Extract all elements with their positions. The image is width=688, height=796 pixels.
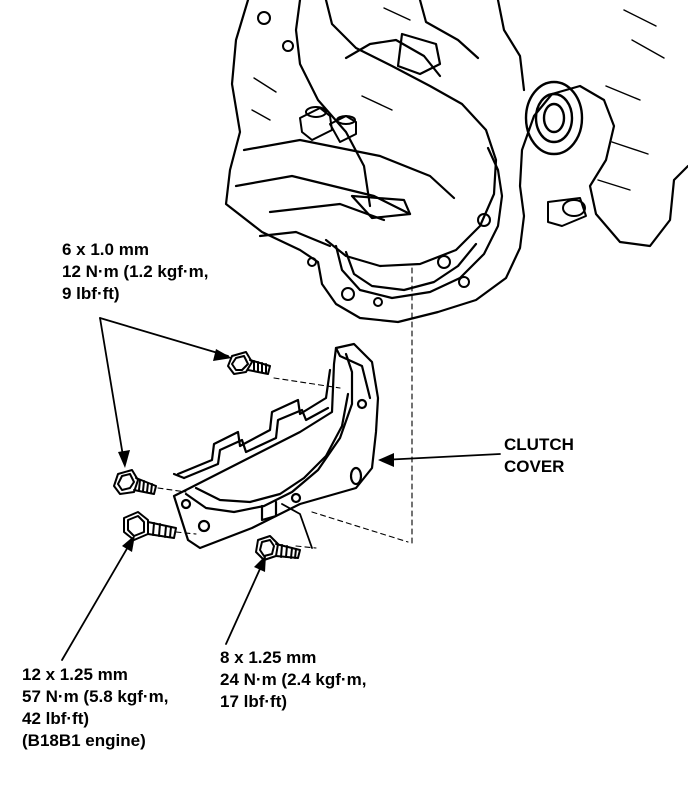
housing-bosses xyxy=(257,11,587,307)
bolt-top xyxy=(227,351,271,375)
callout-clutch-cover-line2: COVER xyxy=(504,457,565,476)
callout-clutch-cover-line1: CLUTCH xyxy=(504,435,574,454)
callout-top-bolts-torque: 12 N·m (1.2 kgf·m, xyxy=(62,262,209,281)
bolt-lower-right xyxy=(255,535,301,561)
callout-top-bolts-torque-lbf: 9 lbf·ft) xyxy=(62,284,120,303)
alignment-lines xyxy=(157,267,413,549)
transmission-housing xyxy=(224,0,688,324)
callout-lower-left-bolt-torque-lbf: 42 lbf·ft) xyxy=(22,709,90,728)
callout-lower-left-bolt-size: 12 x 1.25 mm xyxy=(22,665,128,684)
callout-top-bolts: 6 x 1.0 mm 12 N·m (1.2 kgf·m, 9 lbf·ft) xyxy=(62,239,208,305)
callout-clutch-cover: CLUTCH COVER xyxy=(504,434,574,478)
clutch-cover-part xyxy=(172,342,380,550)
callout-lower-right-bolt-torque-lbf: 17 lbf·ft) xyxy=(220,692,288,711)
callout-lower-right-bolt: 8 x 1.25 mm 24 N·m (2.4 kgf·m, 17 lbf·ft… xyxy=(220,647,366,713)
leader-lines xyxy=(61,317,501,661)
arrowheads xyxy=(118,349,394,572)
callout-lower-right-bolt-torque: 24 N·m (2.4 kgf·m, xyxy=(220,670,367,689)
callout-lower-left-bolt-engine-note: (B18B1 engine) xyxy=(22,731,146,750)
bolt-middle xyxy=(113,469,157,495)
callout-lower-left-bolt-torque: 57 N·m (5.8 kgf·m, xyxy=(22,687,169,706)
callout-lower-left-bolt: 12 x 1.25 mm 57 N·m (5.8 kgf·m, 42 lbf·f… xyxy=(22,664,168,752)
housing-hatching xyxy=(251,7,665,191)
callout-top-bolts-size: 6 x 1.0 mm xyxy=(62,240,149,259)
oil-seal xyxy=(524,80,584,156)
callout-lower-right-bolt-size: 8 x 1.25 mm xyxy=(220,648,317,667)
bolt-lower-left xyxy=(123,511,177,541)
